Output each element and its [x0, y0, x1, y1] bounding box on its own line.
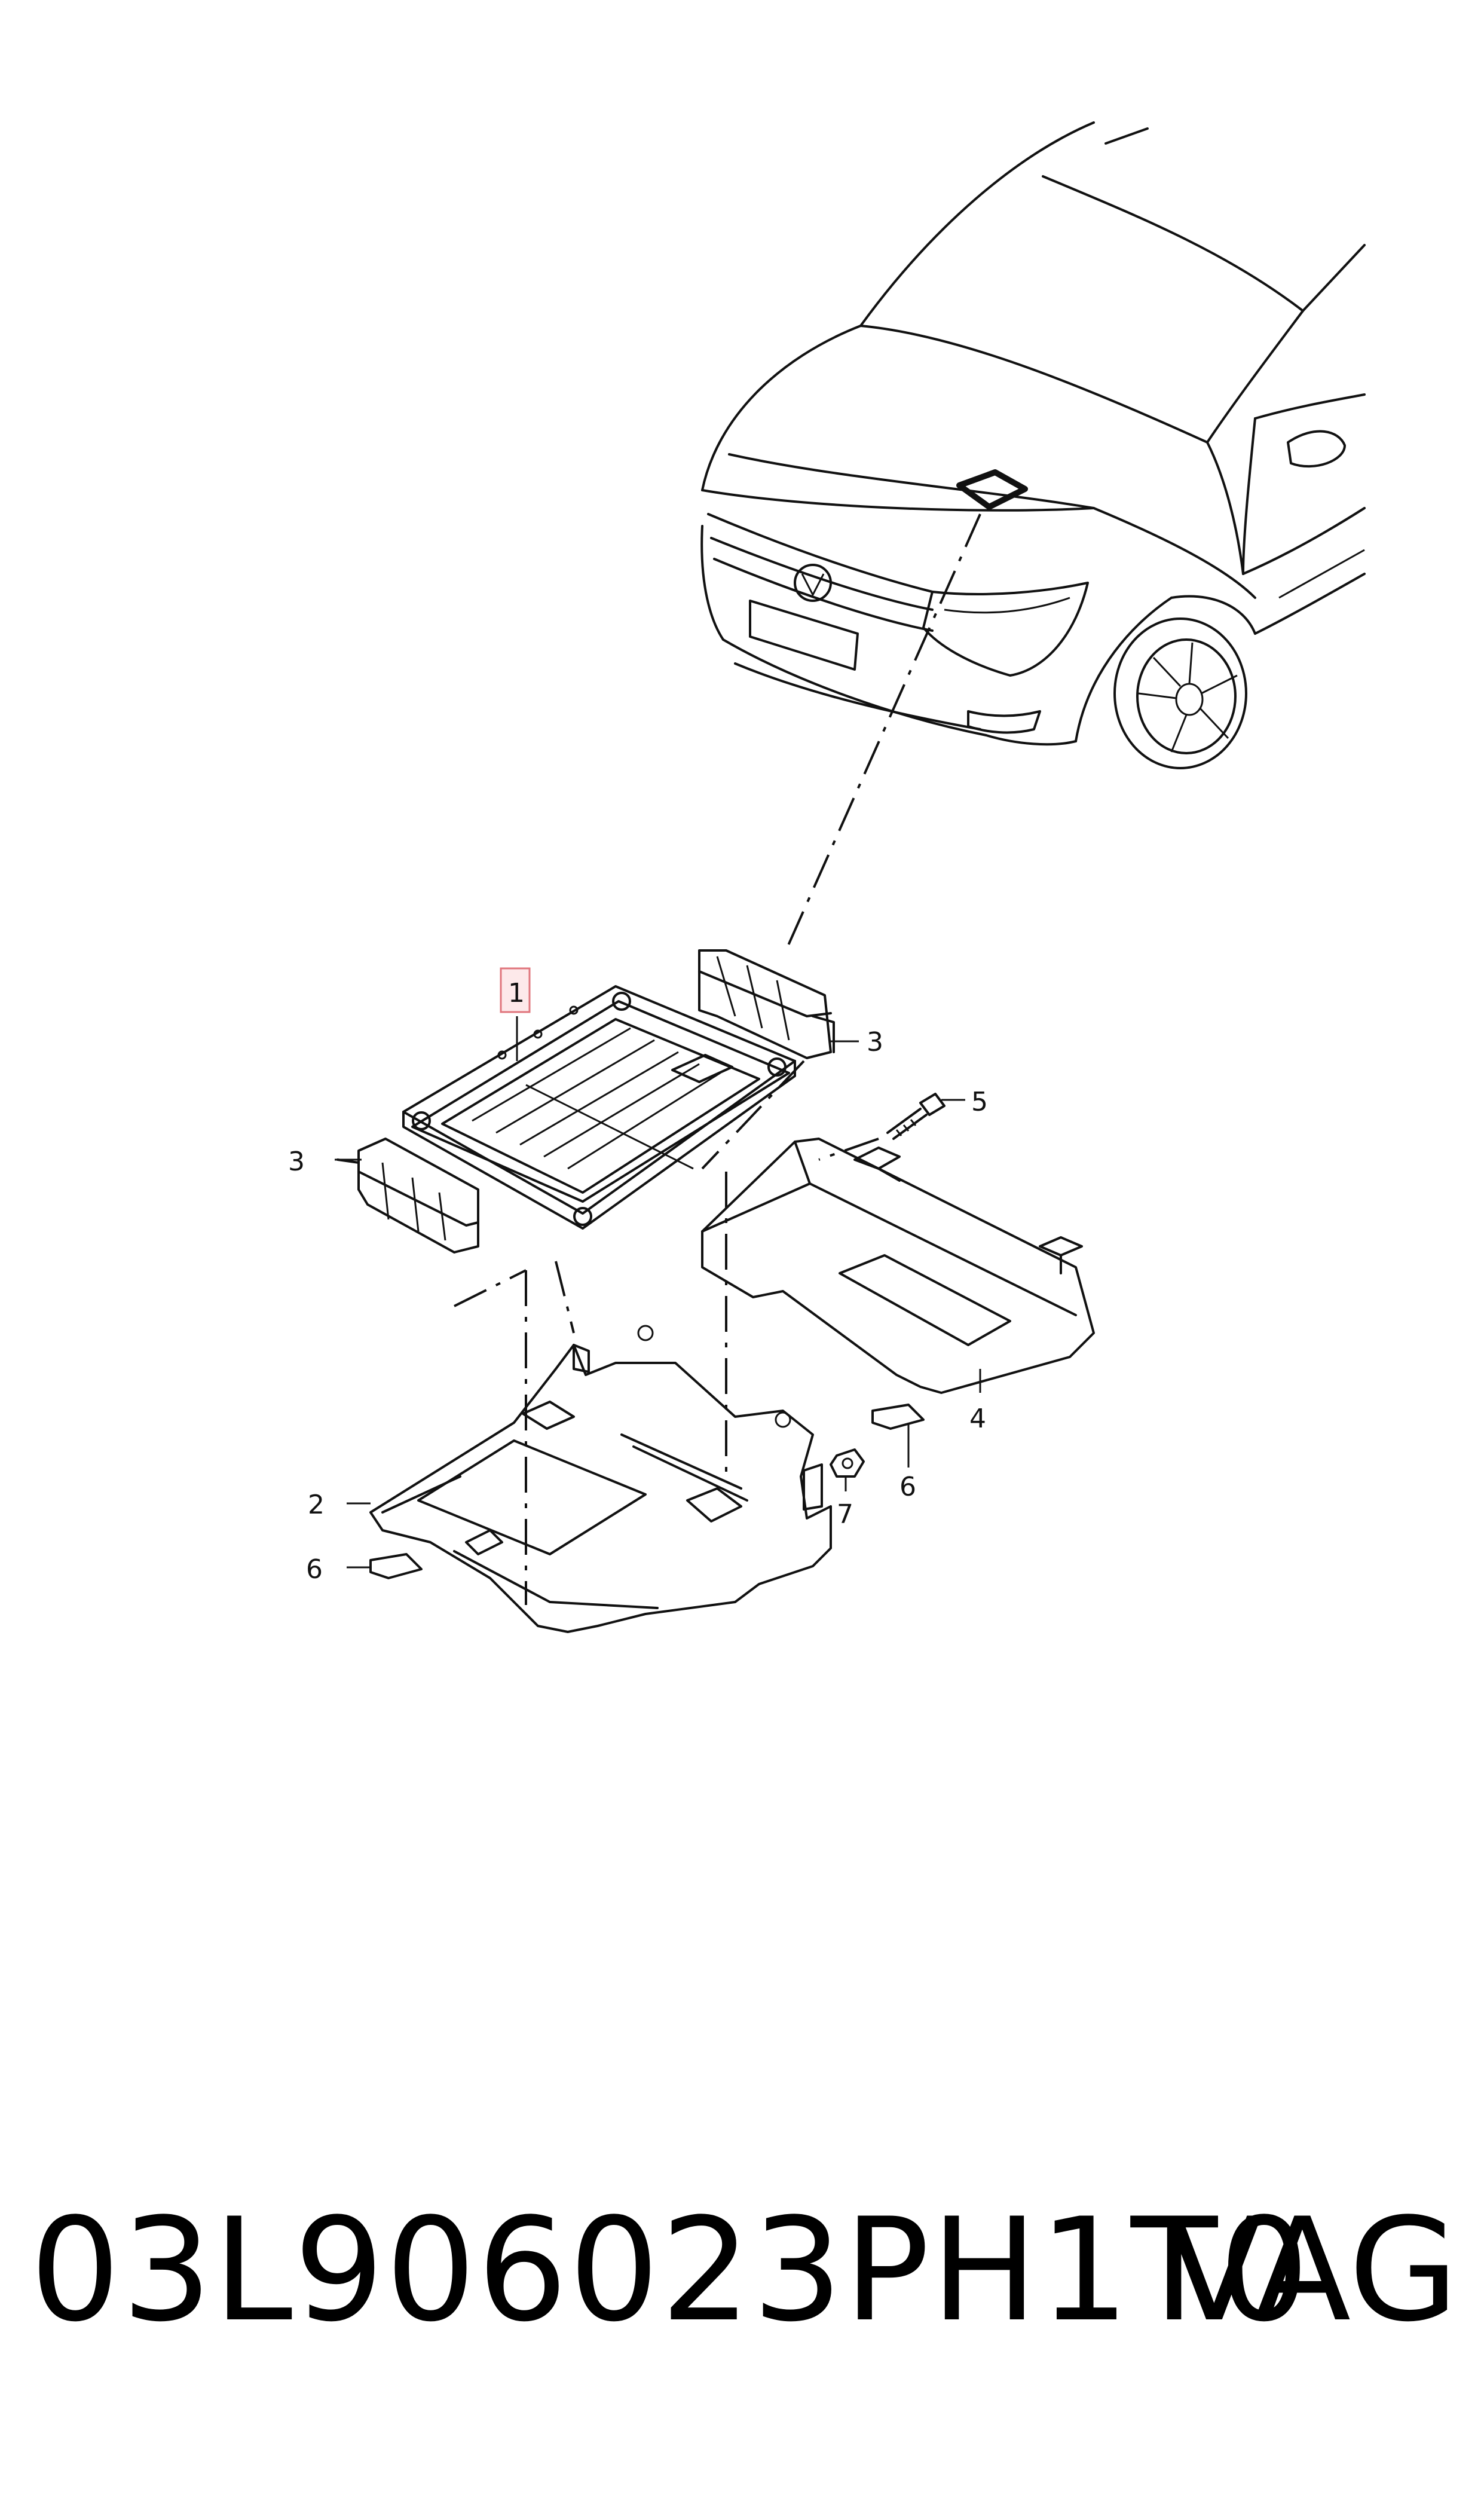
- callout-2: 2: [308, 1490, 325, 1520]
- mounting-bracket: [701, 1138, 1095, 1394]
- assembly-line-6: [555, 1261, 575, 1334]
- connector-bracket-right: [698, 949, 835, 1059]
- callout-4: 4: [969, 1404, 986, 1434]
- part-number: 03L906023PH1T0: [30, 2188, 1311, 2353]
- connector-bracket-left: [336, 1138, 479, 1254]
- callout-7: 7: [837, 1499, 853, 1530]
- callout-5: 5: [971, 1087, 988, 1117]
- callout-leaders: [335, 1016, 981, 1569]
- nut: [830, 1448, 865, 1478]
- car-illustration: [700, 121, 1366, 769]
- callout-3-right: 3: [867, 1027, 883, 1057]
- clip-left: [369, 1553, 423, 1579]
- assembly-line-4: [701, 1060, 805, 1170]
- callout-6-left: 6: [306, 1554, 323, 1585]
- callout-1-highlight: [500, 967, 531, 1013]
- carrier-plate: [369, 1325, 832, 1633]
- callout-6-right: 6: [899, 1472, 916, 1502]
- assembly-line-5: [818, 1138, 879, 1161]
- callout-3-left: 3: [288, 1147, 305, 1177]
- callout-1: 1: [508, 978, 525, 1008]
- assembly-line-2: [454, 1269, 527, 1307]
- engine-control-unit: [402, 985, 796, 1230]
- brand-name: VAG: [1165, 2188, 1459, 2353]
- location-leader-line: [785, 513, 981, 951]
- clip-right: [871, 1404, 925, 1430]
- bolt: [886, 1093, 946, 1140]
